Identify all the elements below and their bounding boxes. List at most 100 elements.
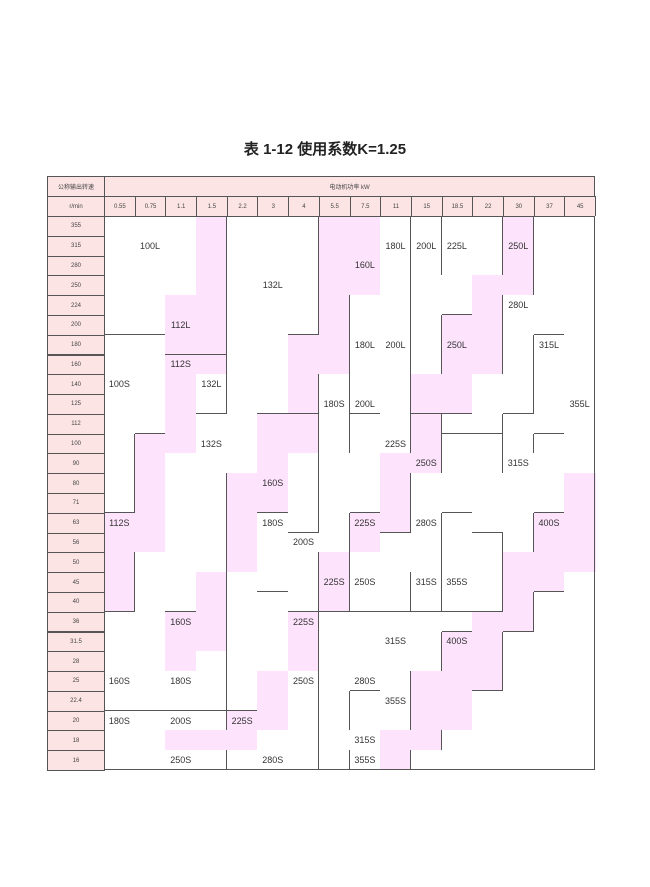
grid-cell: [564, 750, 596, 771]
grid-cell: [288, 591, 320, 613]
grid-cell: [226, 433, 258, 454]
grid-cell: [533, 453, 565, 474]
grid-cell: [165, 433, 197, 454]
grid-cell: [564, 295, 596, 316]
grid-cell: [564, 532, 596, 553]
grid-cell: [165, 334, 197, 355]
power-column-header: 5.5: [318, 196, 351, 217]
grid-cell: [472, 730, 504, 751]
power-column-header: 0.55: [104, 196, 136, 217]
frame-size-label: 200S: [170, 715, 192, 726]
grid-cell: [257, 354, 289, 375]
grid-cell: [533, 532, 565, 553]
grid-cell: [196, 216, 228, 237]
grid-cell: [349, 314, 381, 336]
grid-cell: [441, 572, 473, 593]
grid-cell: [134, 413, 166, 435]
grid-cell: [564, 591, 596, 613]
grid-cell: [380, 235, 412, 257]
grid-cell: [257, 710, 289, 731]
frame-size-label: 225L: [446, 240, 467, 251]
grid-cell: [410, 354, 443, 375]
grid-cell: [410, 532, 443, 553]
grid-cell: [288, 690, 320, 712]
power-column-header: 3: [257, 196, 290, 217]
grid-cell: [318, 631, 350, 652]
grid-cell: [196, 631, 228, 652]
grid-cell: [318, 750, 350, 771]
grid-cell: [410, 631, 443, 652]
grid-cell: [380, 690, 412, 712]
grid-cell: [380, 493, 412, 514]
power-column-header: 11: [380, 196, 412, 217]
grid-cell: [165, 631, 197, 652]
grid-cell: [226, 631, 258, 652]
grid-cell: [441, 255, 473, 276]
grid-cell: [288, 532, 320, 553]
grid-cell: [196, 512, 228, 534]
power-column-header: 1.1: [165, 196, 198, 217]
grid-cell: [104, 374, 136, 395]
speed-row-header: 31.5: [47, 631, 105, 653]
frame-size-label: 160L: [354, 260, 375, 271]
grid-cell: [380, 255, 412, 276]
grid-cell: [349, 255, 381, 276]
grid-cell: [533, 512, 565, 534]
grid-cell: [441, 413, 473, 435]
grid-cell: [349, 631, 381, 652]
grid-cell: [165, 493, 197, 514]
grid-cell: [349, 710, 381, 731]
grid-cell: [441, 394, 473, 415]
grid-cell: [349, 493, 381, 514]
grid-cell: [134, 591, 166, 613]
speed-row-header: 45: [47, 572, 105, 593]
grid-cell: [502, 611, 535, 632]
grid-cell: [196, 730, 228, 751]
grid-cell: [502, 295, 535, 316]
grid-cell: [318, 295, 350, 316]
grid-cell: [472, 690, 504, 712]
grid-cell: [257, 433, 289, 454]
grid-cell: [410, 216, 443, 237]
grid-cell: [441, 334, 473, 355]
grid-cell: [257, 394, 289, 415]
grid-cell: [502, 255, 535, 276]
grid-cell: [288, 512, 320, 534]
grid-cell: [380, 275, 412, 296]
grid-cell: [226, 611, 258, 632]
speed-row-header: 140: [47, 374, 105, 396]
frame-size-label: 225S: [231, 715, 253, 726]
frame-size-label: 315S: [385, 636, 407, 647]
grid-cell: [134, 710, 166, 731]
grid-cell: [226, 334, 258, 355]
grid-cell: [288, 394, 320, 415]
grid-cell: [257, 631, 289, 652]
grid-cell: [472, 453, 504, 474]
grid-cell: [472, 552, 504, 573]
frame-size-label: 400S: [446, 636, 468, 647]
grid-cell: [104, 216, 136, 237]
grid-cell: [564, 651, 596, 672]
grid-cell: [533, 255, 565, 276]
grid-cell: [380, 651, 412, 672]
frame-size-label: 180S: [108, 715, 130, 726]
grid-cell: [502, 314, 535, 336]
grid-cell: [502, 750, 535, 771]
grid-cell: [441, 433, 473, 454]
grid-cell: [288, 552, 320, 573]
grid-cell: [380, 710, 412, 731]
grid-cell: [226, 552, 258, 573]
grid-cell: [380, 216, 412, 237]
speed-row-header: 160: [47, 354, 105, 376]
grid-cell: [564, 572, 596, 593]
grid-cell: [349, 690, 381, 712]
grid-cell: [165, 473, 197, 494]
grid-cell: [104, 235, 136, 257]
grid-cell: [257, 334, 289, 355]
grid-cell: [564, 671, 596, 692]
grid-cell: [318, 275, 350, 296]
grid-cell: [288, 314, 320, 336]
grid-cell: [533, 314, 565, 336]
grid-cell: [226, 690, 258, 712]
grid-cell: [349, 334, 381, 355]
